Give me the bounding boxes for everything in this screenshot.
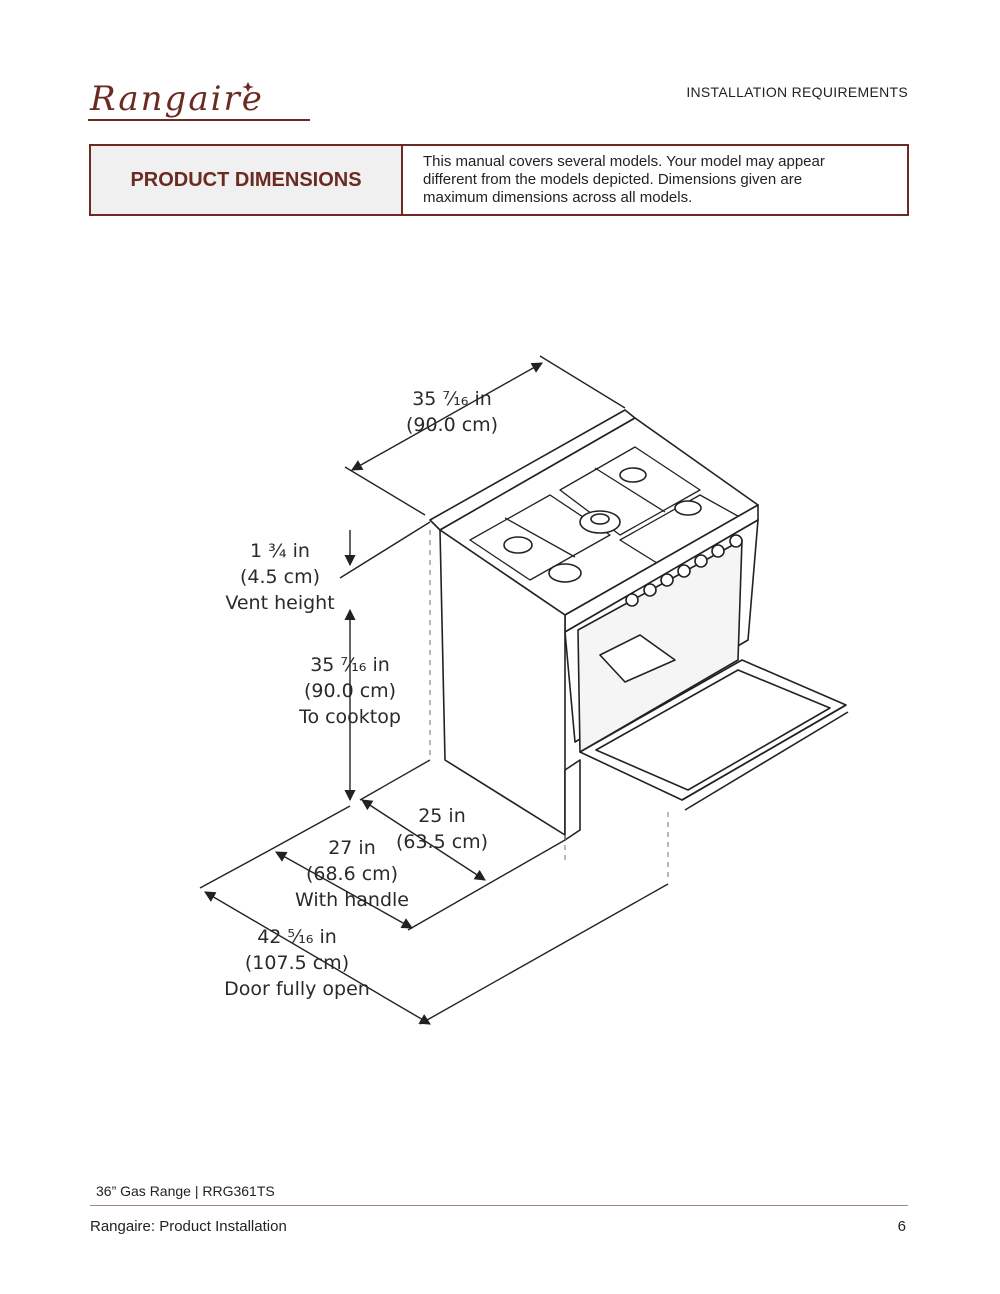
page-title: PRODUCT DIMENSIONS — [91, 146, 403, 214]
page-number: 6 — [897, 1218, 906, 1235]
footer-divider — [90, 1205, 908, 1206]
cooktop-height-label: To cooktop — [298, 706, 401, 728]
note-line: maximum dimensions across all models. — [423, 189, 693, 206]
door-open-label: (107.5 cm) — [245, 952, 349, 974]
note-line: This manual covers several models. Your … — [423, 153, 825, 170]
rangaire-logo: Rangaire — [88, 79, 310, 121]
cooktop-height-label: 35 ⁷⁄₁₆ in — [310, 654, 390, 676]
disclaimer-note: This manual covers several models. Your … — [403, 146, 907, 214]
handle-depth-label: (68.6 cm) — [306, 863, 398, 885]
vent-height-label: Vent height — [225, 592, 334, 614]
model-caption: 36” Gas Range | RRG361TS — [96, 1183, 275, 1199]
footer-title: Rangaire: Product Installation — [90, 1218, 287, 1235]
section-label: INSTALLATION REQUIREMENTS — [686, 84, 908, 100]
vent-height-label: (4.5 cm) — [240, 566, 320, 588]
handle-depth-label: 27 in — [328, 837, 376, 859]
cooktop-height-label: (90.0 cm) — [304, 680, 396, 702]
svg-text:Rangaire: Rangaire — [89, 79, 264, 119]
depth-label: 25 in — [418, 805, 466, 827]
door-open-label: Door fully open — [224, 978, 370, 1000]
door-open-label: 42 ⁵⁄₁₆ in — [257, 926, 337, 948]
handle-depth-label: With handle — [295, 889, 409, 911]
product-dimensions-banner: PRODUCT DIMENSIONS This manual covers se… — [89, 144, 909, 216]
width-label: (90.0 cm) — [406, 414, 498, 436]
depth-label: (63.5 cm) — [396, 831, 488, 853]
gas-range-illustration — [429, 409, 849, 841]
width-label: 35 ⁷⁄₁₆ in — [412, 388, 492, 410]
range-dimension-diagram: 35 ⁷⁄₁₆ in (90.0 cm) 1 ¾ in (4.5 cm) Ven… — [199, 355, 849, 1025]
vent-height-label: 1 ¾ in — [250, 540, 310, 562]
note-line: different from the models depicted. Dime… — [423, 171, 803, 188]
